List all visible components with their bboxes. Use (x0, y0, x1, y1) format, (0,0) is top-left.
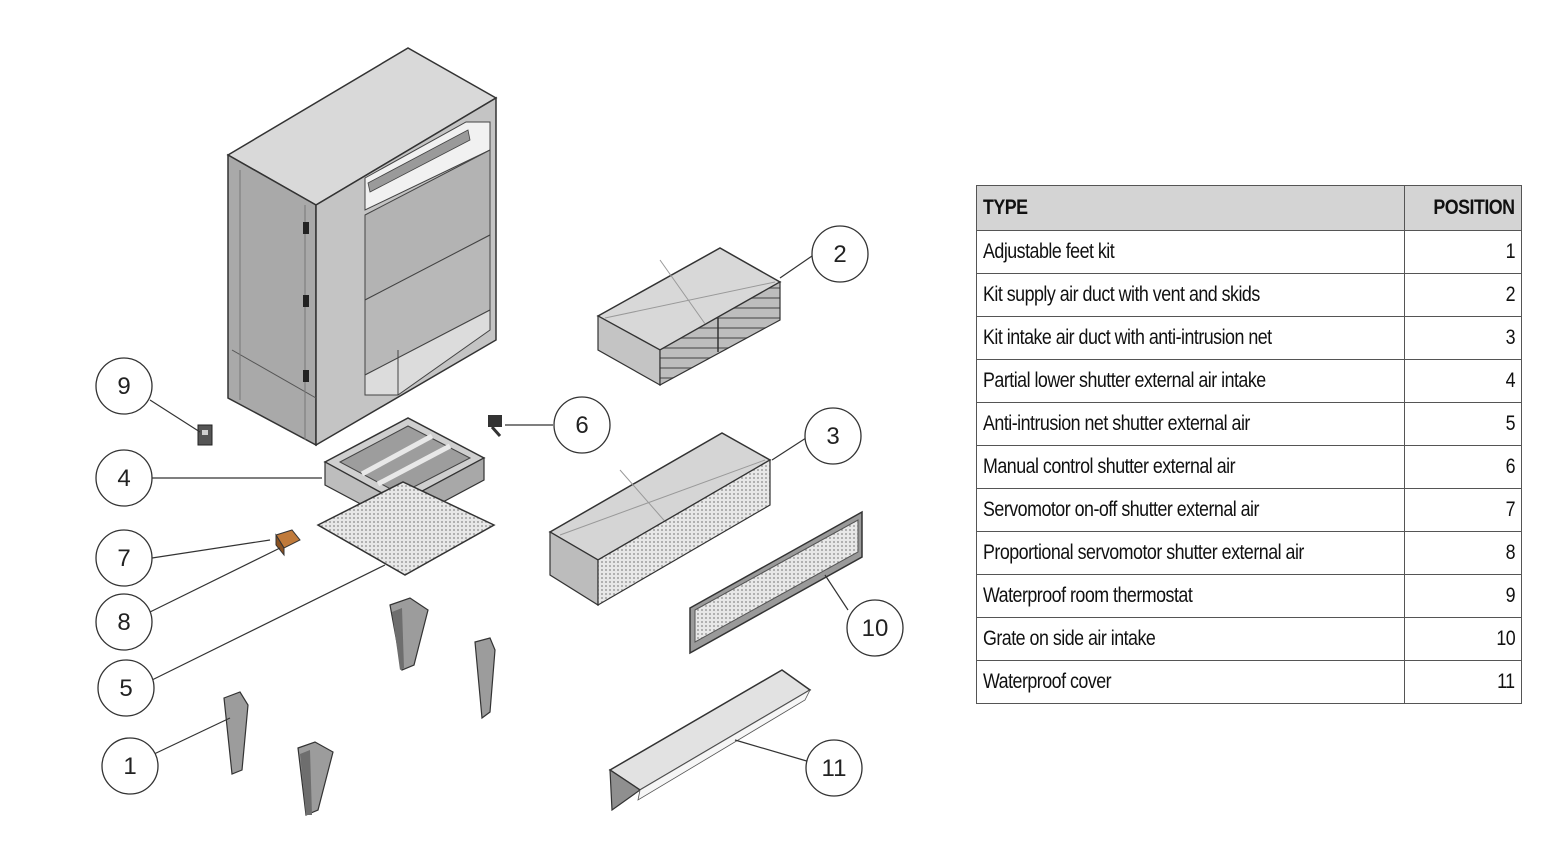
position-cell: 5 (1404, 402, 1522, 446)
room-thermostat (197, 424, 213, 446)
intake-air-duct (548, 432, 772, 607)
type-cell: Kit supply air duct with vent and skids (976, 273, 1405, 317)
callout-11: 11 (805, 739, 863, 797)
table-row: Kit intake air duct with anti-intrusion … (976, 316, 1522, 360)
adjustable-feet (223, 597, 496, 816)
type-cell: Servomotor on-off shutter external air (976, 488, 1405, 532)
callout-4: 4 (95, 449, 153, 507)
type-cell: Kit intake air duct with anti-intrusion … (976, 316, 1405, 360)
position-cell: 9 (1404, 574, 1522, 618)
type-cell: Partial lower shutter external air intak… (976, 359, 1405, 403)
svg-text:3: 3 (826, 423, 839, 450)
svg-text:6: 6 (575, 412, 588, 439)
svg-text:10: 10 (862, 615, 889, 642)
callout-3: 3 (804, 407, 862, 465)
main-cabinet-unit (226, 47, 498, 447)
exploded-parts-diagram: 9 4 7 8 5 1 6 2 3 10 11 (95, 47, 904, 816)
anti-intrusion-net (316, 481, 496, 576)
table-row: Partial lower shutter external air intak… (976, 359, 1522, 403)
table-header-row: TYPE POSITION (976, 185, 1522, 231)
callout-10: 10 (846, 599, 904, 657)
callout-2: 2 (811, 225, 869, 283)
waterproof-cover (608, 669, 812, 812)
position-cell: 3 (1404, 316, 1522, 360)
svg-text:4: 4 (117, 465, 130, 492)
callout-7: 7 (95, 529, 153, 587)
position-cell: 10 (1404, 617, 1522, 661)
type-cell: Manual control shutter external air (976, 445, 1405, 489)
type-column-header: TYPE (976, 185, 1405, 231)
servomotor (275, 529, 301, 557)
svg-text:9: 9 (117, 373, 130, 400)
type-cell: Grate on side air intake (976, 617, 1405, 661)
svg-text:2: 2 (833, 241, 846, 268)
manual-control-knob (488, 415, 502, 437)
supply-air-duct (596, 247, 782, 387)
svg-text:5: 5 (119, 675, 132, 702)
position-column-header: POSITION (1404, 185, 1522, 231)
position-cell: 11 (1404, 660, 1522, 704)
callout-9: 9 (95, 357, 153, 415)
svg-text:7: 7 (117, 545, 130, 572)
type-cell: Adjustable feet kit (976, 230, 1405, 274)
svg-text:8: 8 (117, 609, 130, 636)
table-row: Proportional servomotor shutter external… (976, 531, 1522, 575)
callout-6: 6 (553, 396, 611, 454)
type-cell: Anti-intrusion net shutter external air (976, 402, 1405, 446)
position-cell: 2 (1404, 273, 1522, 317)
type-cell: Waterproof room thermostat (976, 574, 1405, 618)
leader-lines (149, 255, 849, 763)
type-cell: Waterproof cover (976, 660, 1405, 704)
callout-8: 8 (95, 593, 153, 651)
position-cell: 4 (1404, 359, 1522, 403)
side-air-grate (689, 510, 863, 655)
svg-text:11: 11 (822, 755, 847, 782)
position-cell: 8 (1404, 531, 1522, 575)
position-cell: 6 (1404, 445, 1522, 489)
svg-text:1: 1 (123, 753, 136, 780)
position-cell: 1 (1404, 230, 1522, 274)
lower-shutter-frame (323, 417, 486, 527)
type-cell: Proportional servomotor shutter external… (976, 531, 1405, 575)
position-cell: 7 (1404, 488, 1522, 532)
callout-1: 1 (101, 737, 159, 795)
callout-5: 5 (97, 659, 155, 717)
